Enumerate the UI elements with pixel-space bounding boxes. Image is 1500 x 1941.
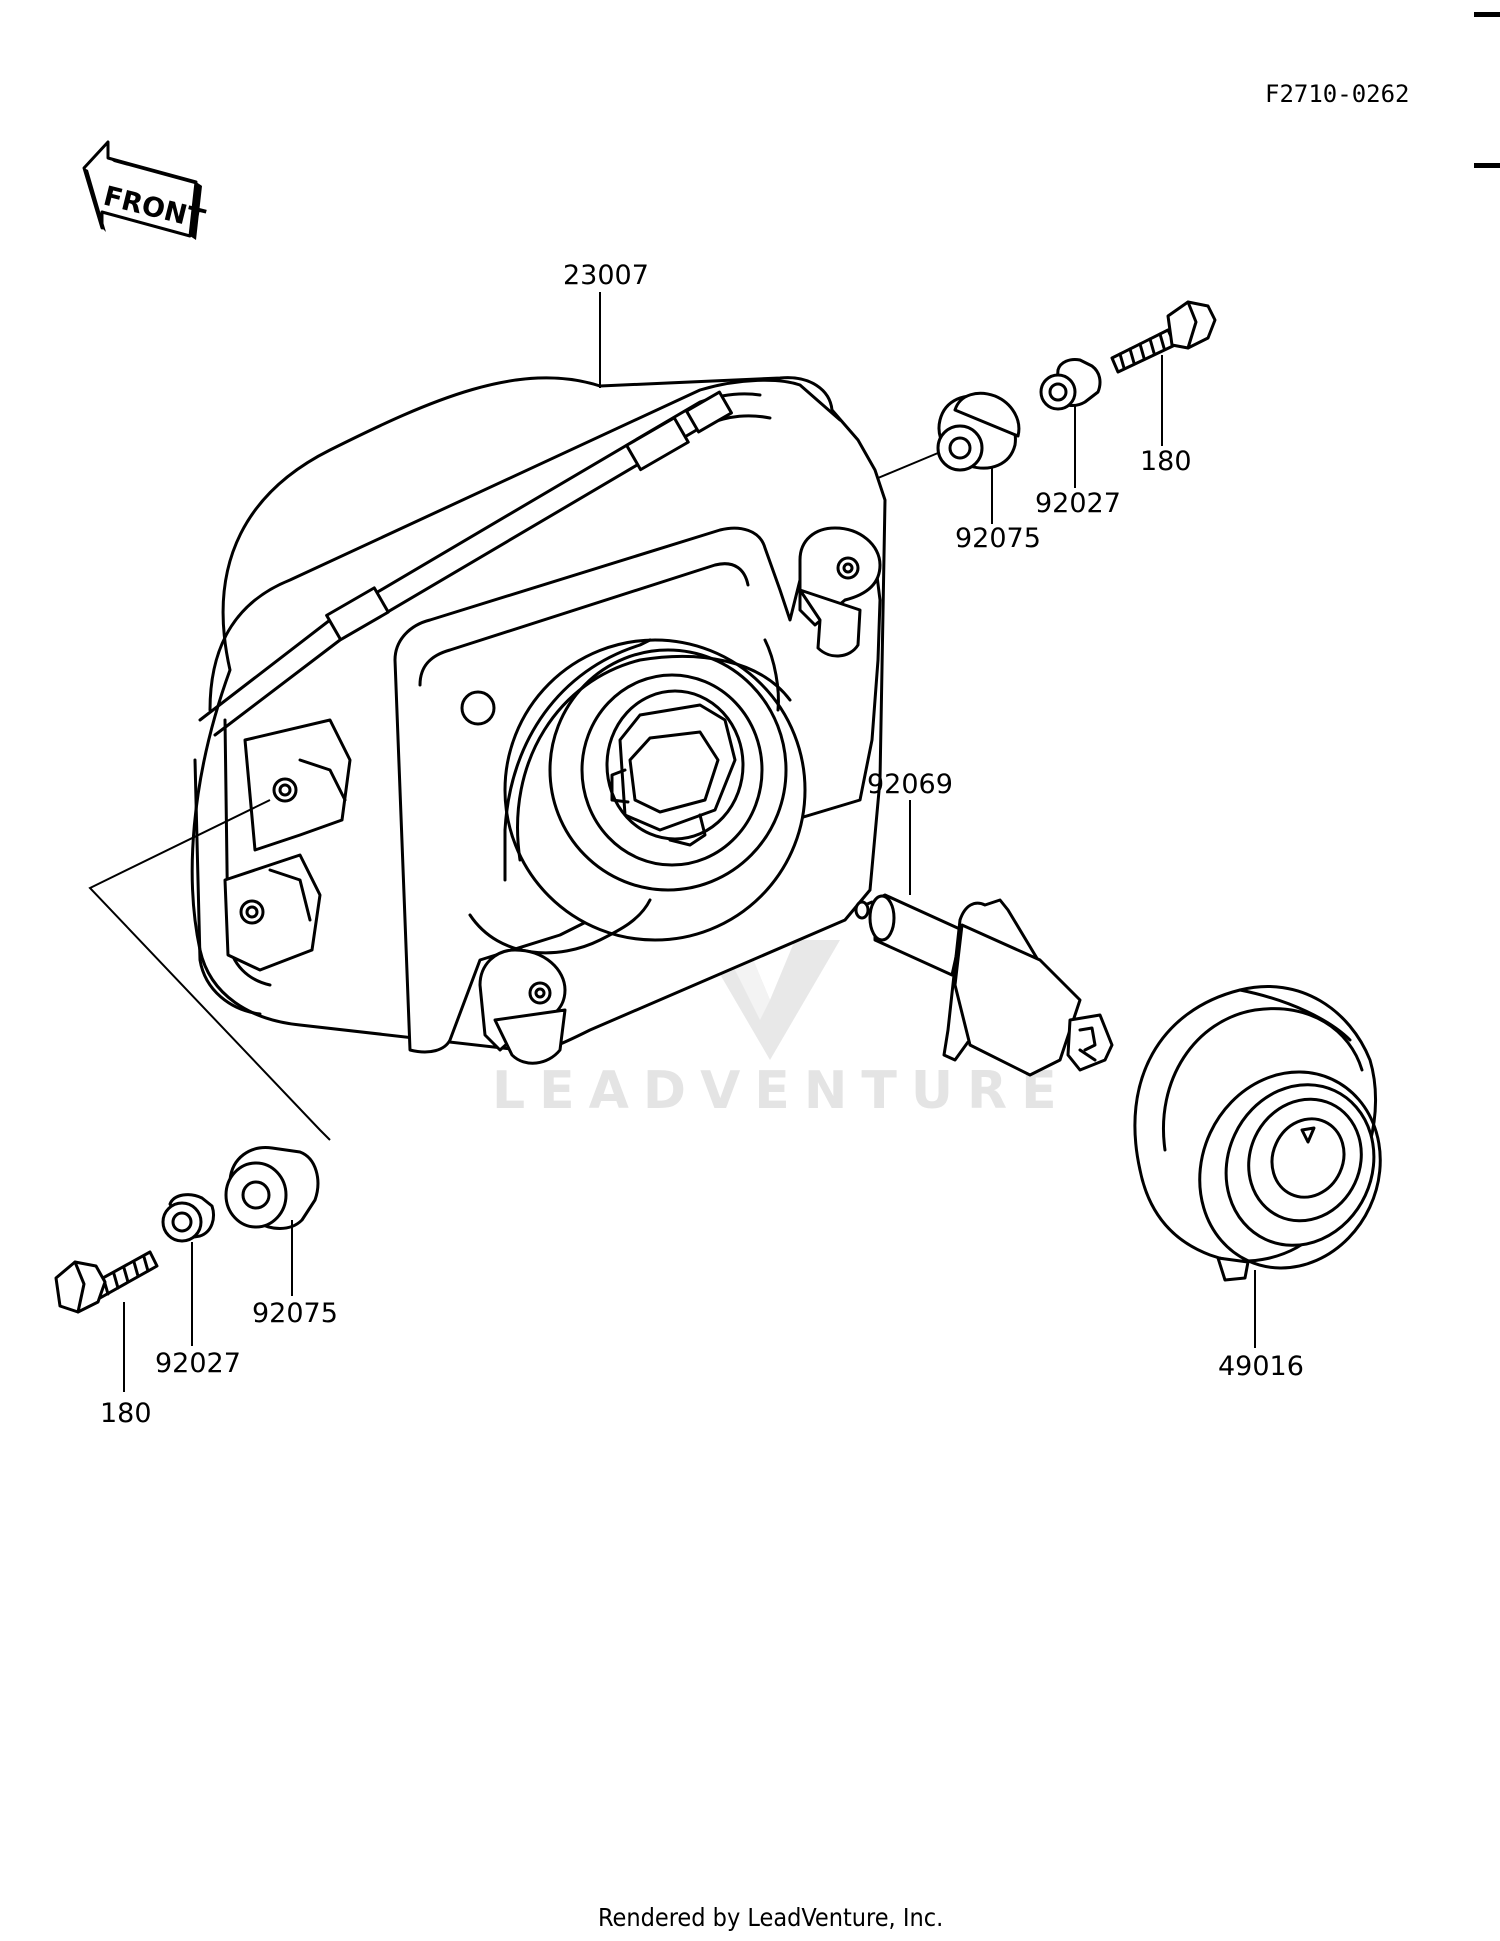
page-edge-marks	[1474, 12, 1500, 168]
leadventure-watermark: LEADVENTURE	[492, 840, 1071, 1121]
callout-bolt-right: 180	[1140, 446, 1192, 477]
bolt-180-left	[54, 1250, 159, 1314]
collar-92027-left	[161, 1193, 215, 1243]
callout-collar-right: 92027	[1035, 488, 1121, 519]
callout-bolt-left: 180	[100, 1398, 152, 1429]
callout-grommet-right: 92075	[955, 523, 1041, 554]
grommet-92075-left	[224, 1146, 320, 1230]
bulb-cover-49016	[1133, 985, 1382, 1282]
footer-credit: Rendered by LeadVenture, Inc.	[598, 1903, 943, 1932]
callout-collar-left: 92027	[155, 1348, 241, 1379]
headlight-unit-23007	[190, 376, 951, 1065]
callout-bulb: 92069	[867, 769, 953, 800]
callout-grommet-left: 92075	[252, 1298, 338, 1329]
callout-headlight-unit: 23007	[563, 260, 649, 291]
bolt-180-right	[1110, 300, 1217, 374]
bulb-92069	[854, 893, 1114, 1077]
grommet-92075-right	[936, 391, 1021, 472]
front-direction-arrow: FRONT	[82, 140, 209, 240]
diagram-code: F2710-0262	[1265, 80, 1410, 108]
watermark-text: LEADVENTURE	[492, 1061, 1071, 1121]
callout-bulb-cover: 49016	[1218, 1351, 1304, 1382]
collar-92027-right	[1039, 358, 1102, 411]
